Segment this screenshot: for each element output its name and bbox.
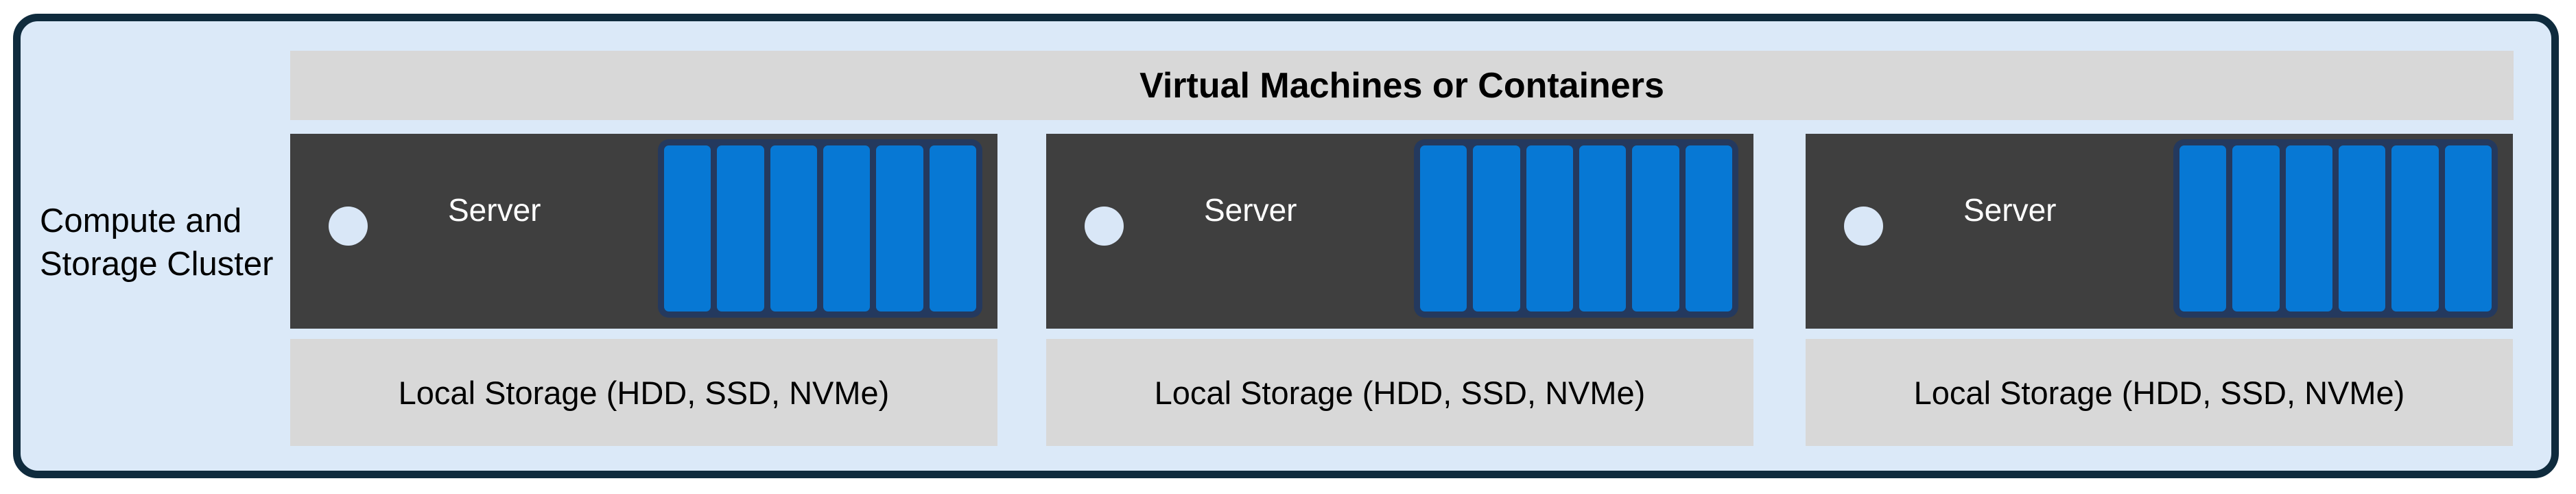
cluster-label-line-1: Compute and: [40, 202, 242, 239]
server-box: Server: [1046, 134, 1753, 329]
disk-bar: [2232, 145, 2280, 311]
disk-bar: [2338, 145, 2386, 311]
disk-bar: [717, 145, 764, 311]
disk-bar: [823, 145, 871, 311]
disk-array: [658, 139, 982, 318]
server-label: Server: [448, 192, 541, 228]
disk-bar: [770, 145, 817, 311]
disk-bar: [2285, 145, 2332, 311]
local-storage-band: Local Storage (HDD, SSD, NVMe): [1046, 339, 1753, 446]
server-label: Server: [1204, 192, 1297, 228]
power-indicator-icon: [329, 207, 368, 246]
power-indicator-icon: [1085, 207, 1124, 246]
disk-array: [1414, 139, 1738, 318]
disk-bar: [1420, 145, 1467, 311]
disk-bar: [1632, 145, 1679, 311]
disk-bar: [876, 145, 923, 311]
cluster-label: Compute and Storage Cluster: [40, 200, 273, 286]
server-column-3: Server Local Storage (HDD, SSD, NVMe): [1806, 134, 2513, 446]
server-box: Server: [290, 134, 997, 329]
server-column-1: Server Local Storage (HDD, SSD, NVMe): [290, 134, 997, 446]
disk-bar: [929, 145, 976, 311]
server-box: Server: [1806, 134, 2513, 329]
disk-bar: [664, 145, 711, 311]
disk-bar: [1685, 145, 1732, 311]
server-column-2: Server Local Storage (HDD, SSD, NVMe): [1046, 134, 1753, 446]
disk-array: [2173, 139, 2498, 318]
disk-bar: [2391, 145, 2439, 311]
cluster-label-line-2: Storage Cluster: [40, 246, 274, 283]
vm-header-band: Virtual Machines or Containers: [290, 51, 2514, 120]
disk-bar: [2179, 145, 2227, 311]
disk-bar: [2444, 145, 2492, 311]
disk-bar: [1526, 145, 1573, 311]
disk-bar: [1579, 145, 1627, 311]
server-label: Server: [1963, 192, 2057, 228]
power-indicator-icon: [1844, 207, 1883, 246]
disk-bar: [1473, 145, 1520, 311]
local-storage-band: Local Storage (HDD, SSD, NVMe): [1806, 339, 2513, 446]
local-storage-band: Local Storage (HDD, SSD, NVMe): [290, 339, 997, 446]
